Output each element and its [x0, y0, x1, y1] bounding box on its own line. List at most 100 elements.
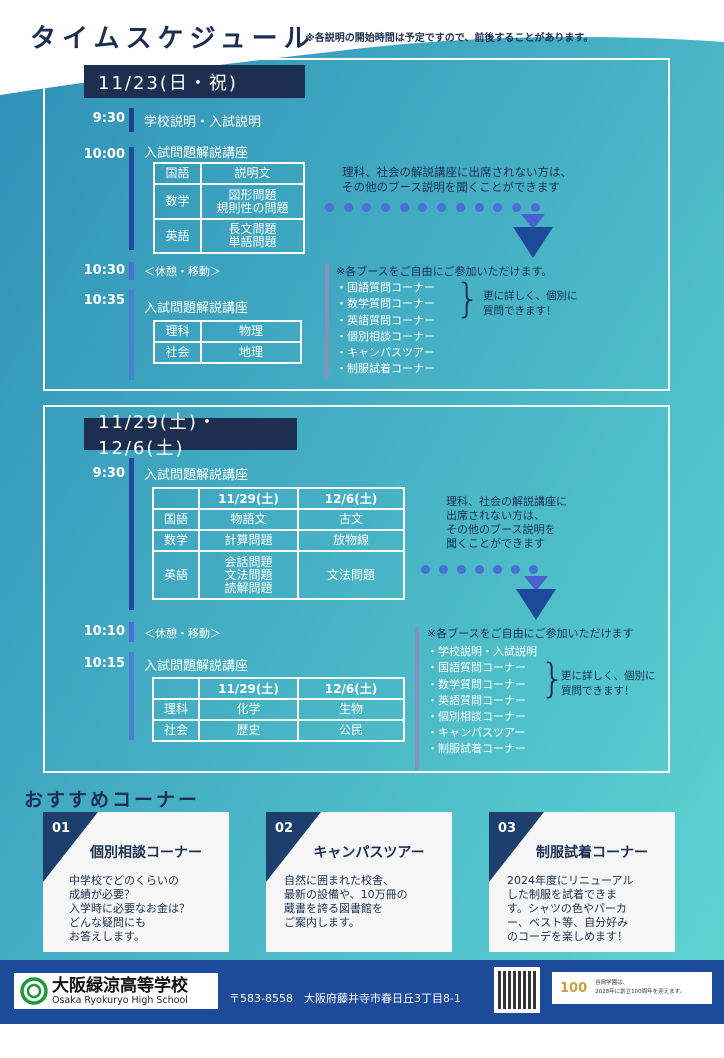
booth-heading: ※各ブースをご自由にご参加いただけます	[427, 627, 634, 640]
subject-cell: 社会	[153, 341, 202, 364]
topic-cell: 物理	[200, 320, 302, 343]
header-cell: 12/6(土)	[297, 677, 405, 700]
header-cell: 11/29(土)	[198, 677, 299, 700]
booth-item: ・国語質問コーナー	[336, 281, 435, 295]
booth-item: ・学校説明・入試説明	[427, 645, 537, 659]
topic-cell: 古文	[297, 508, 405, 531]
topic-cell: 図形問題 規則性の問題	[200, 183, 305, 220]
topic-cell: 放物線	[297, 529, 405, 552]
card-body: 自然に囲まれた校舎、 最新の設備や、10万冊の 蔵書を誇る図書館を ご案内します…	[284, 874, 408, 929]
header-cell	[152, 487, 200, 510]
time-label: 10:15	[83, 656, 125, 671]
time-label: 10:00	[83, 147, 125, 162]
day1-lecture-table-2: 理科物理 社会地理	[153, 320, 302, 364]
booth-item: ・制服試着コーナー	[336, 362, 435, 376]
day1-lecture-table-1: 国語説明文 数学図形問題 規則性の問題 英語長文問題 単語問題	[153, 162, 305, 254]
school-emblem-icon	[20, 977, 48, 1005]
card-number: 03	[498, 821, 517, 836]
card-title: キャンパスツアー	[313, 845, 425, 861]
day2-brace-note: 更に詳しく、個別に 質問できます！	[561, 669, 656, 699]
subject-cell: 理科	[153, 320, 202, 343]
booth-item: ・制服試着コーナー	[427, 742, 526, 756]
timeline-bar	[129, 147, 134, 250]
card-body: 2024年度にリニューアル した制服を試着できま す。シャツの色やパーカ ー、ベ…	[507, 874, 634, 943]
anniversary-text: 2028年に創立100周年を迎えます。	[595, 989, 686, 995]
booth-heading: ※各ブースをご自由にご参加いただけます。	[336, 265, 553, 278]
dotted-connector	[325, 203, 540, 212]
header-cell	[152, 677, 200, 700]
note-line: 更に詳しく、個別に	[483, 290, 578, 302]
day1-brace-note: 更に詳しく、個別に 質問できます！	[483, 289, 578, 319]
card-title: 個別相談コーナー	[90, 845, 202, 861]
note-line: 質問できます！	[561, 685, 635, 697]
recommend-title: おすすめコーナー	[24, 789, 201, 811]
topic-cell: 文法問題	[297, 550, 405, 600]
note-line: 出席されない方は、	[446, 509, 545, 522]
card-title: 制服試着コーナー	[536, 845, 648, 861]
address: 〒583-8558 大阪府藤井寺市春日丘3丁目8-1	[229, 992, 461, 1005]
slot-title: 入試問題解説講座	[144, 146, 249, 161]
topic-cell: 公民	[297, 719, 405, 742]
note-line: 理科、社会の解説講座に出席されない方は、	[342, 165, 572, 179]
top-white-area	[0, 0, 724, 95]
booth-item: ・国語質問コーナー	[427, 661, 526, 675]
subject-cell: 英語	[152, 550, 200, 600]
subject-cell: 国語	[153, 162, 202, 185]
anniversary-text: 谷岡学園は、	[595, 980, 629, 986]
note-line: 質問できます！	[483, 305, 557, 317]
subject-cell: 国語	[152, 508, 200, 531]
anniversary-badge: 100 谷岡学園は、 2028年に創立100周年を迎えます。	[552, 972, 712, 1004]
time-label: 9:30	[92, 111, 125, 126]
booth-item: ・キャンパスツアー	[336, 346, 435, 360]
timeline-bar	[129, 290, 134, 380]
day2-section	[43, 405, 670, 773]
down-arrow-icon	[513, 214, 553, 258]
schedule-note: ※各説明の開始時間は予定ですので、前後することがあります。	[305, 33, 594, 44]
timeline-bar	[129, 652, 134, 740]
subject-cell: 数学	[152, 529, 200, 552]
note-line: その他のブース説明を聞くことができます	[342, 180, 560, 194]
recommend-card: 03 制服試着コーナー 2024年度にリニューアル した制服を試着できま す。シャツ…	[489, 812, 675, 952]
topic-cell: 長文問題 単語問題	[200, 218, 305, 254]
day1-date: 11/23(日・祝)	[84, 65, 305, 98]
timeline-bar	[129, 108, 134, 132]
day1-booth-list: ※各ブースをご自由にご参加いただけます。 ・国語質問コーナー ・数学質問コーナー…	[336, 264, 552, 377]
topic-cell: 物語文	[198, 508, 299, 531]
school-logo: 大阪緑涼高等学校 Osaka Ryokuryo High School	[14, 973, 218, 1009]
day2-booth-list: ※各ブースをご自由にご参加いただけます ・学校説明・入試説明 ・国語質問コーナー…	[427, 626, 633, 758]
timeline-bar	[129, 458, 134, 610]
booth-item: ・英語質問コーナー	[336, 313, 435, 327]
topic-cell: 説明文	[200, 162, 305, 185]
booth-item: ・数学質問コーナー	[336, 297, 435, 311]
day2-side-note: 理科、社会の解説講座に 出席されない方は、 その他のブース説明を 聞くことができ…	[446, 495, 567, 551]
time-label: 10:35	[83, 293, 125, 308]
topic-cell: 生物	[297, 698, 405, 721]
slot-title: 入試問題解説講座	[144, 468, 249, 483]
booth-item: ・個別相談コーナー	[336, 329, 435, 343]
contact-info: 〒583-8558 大阪府藤井寺市春日丘3丁目8-1 TEL 072-955-0…	[229, 973, 461, 1058]
anniversary-logo: 100	[560, 980, 588, 996]
booth-item: ・キャンパスツアー	[427, 726, 526, 740]
subject-cell: 英語	[153, 218, 202, 254]
slot-title: 入試問題解説講座	[144, 659, 249, 674]
note-line: 理科、社会の解説講座に	[446, 495, 567, 508]
day2-lecture-table-2: 11/29(土)12/6(土) 理科化学生物 社会歴史公民	[152, 677, 405, 742]
header-cell: 11/29(土)	[198, 487, 299, 510]
time-label: 9:30	[92, 466, 125, 481]
topic-cell: 計算問題	[198, 529, 299, 552]
time-label: 10:10	[83, 624, 125, 639]
note-line: 聞くことができます	[446, 537, 545, 550]
subject-cell: 社会	[152, 719, 200, 742]
day1-side-note: 理科、社会の解説講座に出席されない方は、 その他のブース説明を聞くことができます	[342, 165, 572, 195]
booth-item: ・英語質問コーナー	[427, 693, 526, 707]
time-label: 10:30	[83, 263, 125, 278]
qr-code[interactable]	[494, 967, 540, 1013]
subject-cell: 数学	[153, 183, 202, 220]
dotted-connector	[421, 565, 538, 574]
note-line: 更に詳しく、個別に	[561, 670, 656, 682]
slot-title: ＜休憩・移動＞	[144, 265, 221, 278]
booth-list-bar	[415, 627, 419, 770]
page-title: タイムスケジュール	[30, 24, 316, 54]
